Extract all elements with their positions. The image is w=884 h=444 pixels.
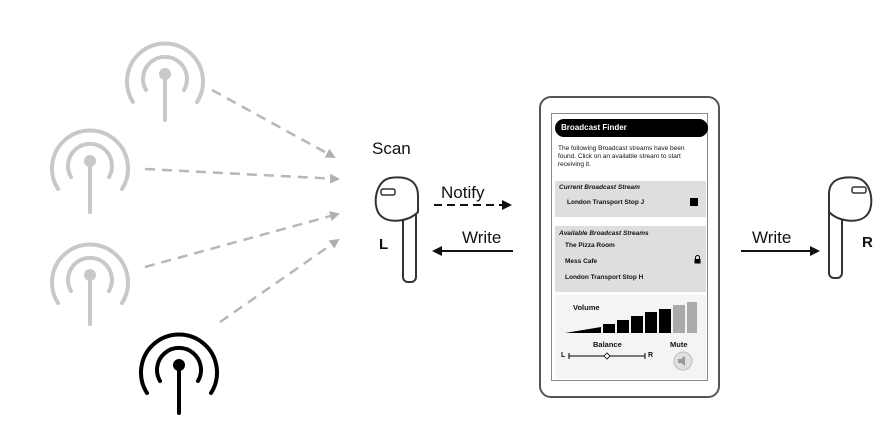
volume-label: Volume xyxy=(573,303,600,312)
stream-item[interactable]: Mess Cafe xyxy=(565,258,598,265)
available-streams-heading: Available Broadcast Streams xyxy=(559,230,649,237)
broadcast-source-active-icon xyxy=(139,332,219,415)
available-streams-panel: Available Broadcast Streams The Pizza Ro… xyxy=(555,226,706,292)
stream-item[interactable]: The Pizza Room xyxy=(565,242,615,249)
balance-left-label: L xyxy=(561,352,566,359)
broadcast-source-3-icon xyxy=(50,242,130,326)
lock-icon xyxy=(694,255,701,264)
current-stream-name[interactable]: London Transport Stop J xyxy=(567,199,645,206)
stream-item[interactable]: London Transport Stop H xyxy=(565,274,644,281)
stop-icon[interactable] xyxy=(690,198,698,206)
volume-bars[interactable] xyxy=(565,299,697,333)
app-title-bar: Broadcast Finder xyxy=(555,119,708,137)
balance-label: Balance xyxy=(593,340,622,349)
right-ear-label: R xyxy=(862,234,873,251)
write-left-label: Write xyxy=(462,228,502,247)
scan-arrow-1 xyxy=(211,88,336,159)
volume-area: Volume Balance Mute L R xyxy=(555,295,706,379)
left-earbud-icon xyxy=(374,176,419,283)
speaker-mute-icon[interactable] xyxy=(673,351,693,371)
right-earbud-icon xyxy=(828,176,873,279)
current-stream-panel: Current Broadcast Stream London Transpor… xyxy=(555,181,706,217)
left-ear-label: L xyxy=(379,236,389,253)
app-intro-text: The following Broadcast streams have bee… xyxy=(558,145,685,168)
broadcast-source-2-icon xyxy=(50,128,130,214)
scan-label: Scan xyxy=(372,139,411,158)
mute-label: Mute xyxy=(670,340,688,349)
phone-screen: Broadcast Finder The following Broadcast… xyxy=(551,113,708,381)
balance-right-label: R xyxy=(648,352,654,359)
phone-frame: Broadcast Finder The following Broadcast… xyxy=(539,96,720,398)
scan-arrow-2 xyxy=(144,167,340,184)
broadcast-source-1-icon xyxy=(125,41,205,122)
write-right-label: Write xyxy=(752,228,792,247)
scan-arrow-4 xyxy=(219,238,340,324)
current-stream-heading: Current Broadcast Stream xyxy=(559,184,640,191)
notify-label: Notify xyxy=(441,183,485,202)
balance-slider[interactable] xyxy=(568,351,646,361)
